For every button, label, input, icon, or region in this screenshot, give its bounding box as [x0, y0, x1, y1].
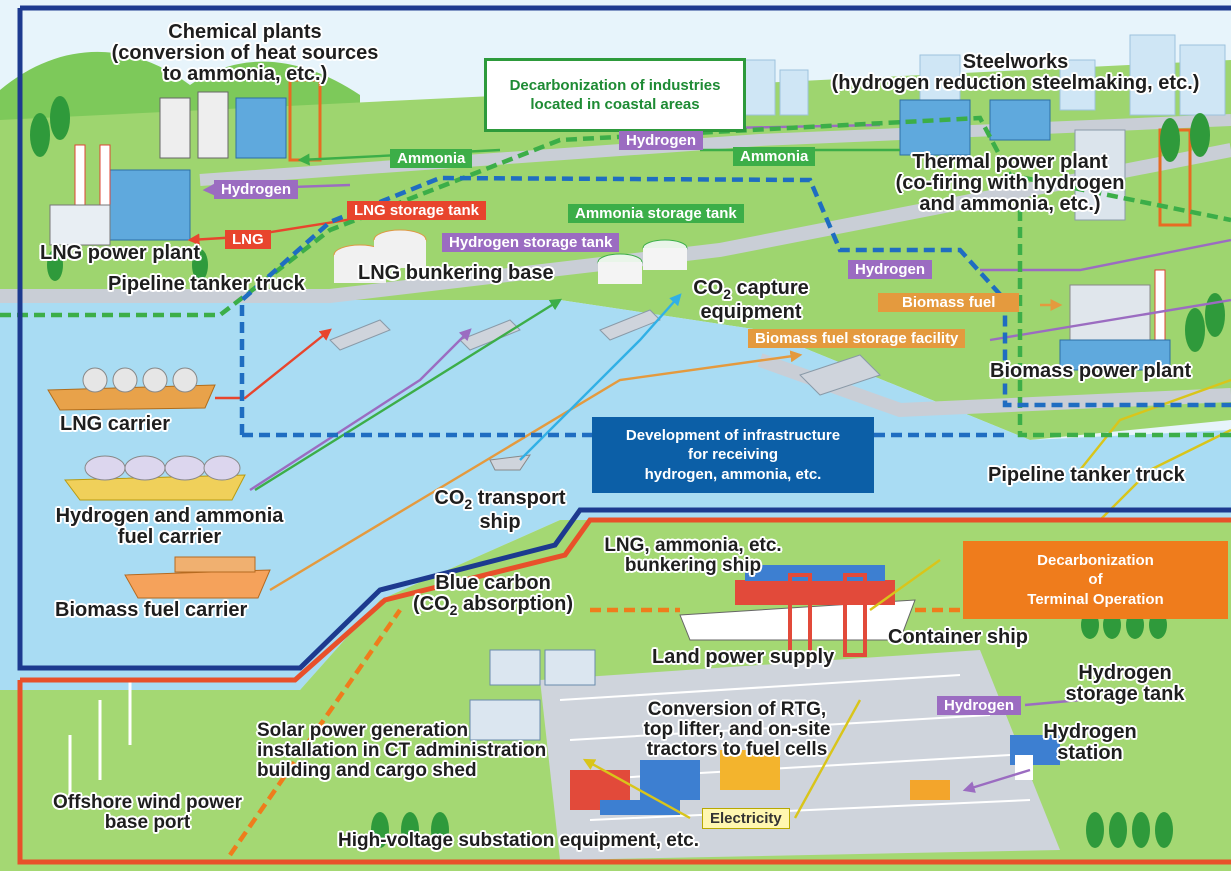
ammonia-storage-tank-icon — [597, 239, 688, 284]
lng-tag: LNG — [225, 230, 271, 249]
bunkering-ship-label: LNG, ammonia, etc.bunkering ship — [604, 535, 782, 577]
thermal-power-plant-label: Thermal power plant(co-firing with hydro… — [895, 151, 1125, 216]
lng-carrier-icon — [47, 367, 216, 411]
lng-bunkering-base-label: LNG bunkering base — [358, 262, 554, 284]
hydrogen-tag: Hydrogen — [619, 131, 704, 150]
ammonia-tag: Ammonia — [390, 149, 473, 168]
biomass-fuel-storage-tag: Biomass fuel storage facility — [748, 329, 966, 348]
pipeline-tanker-truck-right-label: Pipeline tanker truck — [988, 464, 1185, 486]
ammonia-tag: Ammonia — [733, 147, 816, 166]
hydrogen-tag: Hydrogen — [848, 260, 933, 279]
chemical-plants-label: Chemical plants(conversion of heat sourc… — [111, 21, 379, 86]
lng-power-plant-icon — [49, 144, 191, 246]
biomass-power-plant-icon — [1059, 269, 1171, 371]
ammonia-storage-tank-tag: Ammonia storage tank — [568, 204, 744, 223]
biomass-carrier-label: Biomass fuel carrier — [55, 599, 248, 621]
container-ship-icon — [679, 565, 916, 657]
biomass-power-plant-label: Biomass power plant — [990, 360, 1192, 382]
lng-power-plant-label: LNG power plant — [40, 242, 200, 264]
container-stacks — [570, 750, 780, 815]
steelworks-icon — [899, 99, 1051, 156]
lng-carrier-label: LNG carrier — [60, 413, 171, 435]
hydrogen-tag: Hydrogen — [214, 180, 299, 199]
biomass-carrier-icon — [124, 556, 271, 599]
chemical-plant-icon — [159, 78, 322, 162]
electricity-tag: Electricity — [702, 808, 790, 829]
steelworks-label: Steelworks(hydrogen reduction steelmakin… — [831, 51, 1200, 95]
container-ship-label: Container ship — [888, 626, 1029, 648]
rtg-conversion-label: Conversion of RTG,top lifter, and on-sit… — [643, 699, 831, 761]
hydrogen-tag: Hydrogen — [937, 696, 1022, 715]
land-power-supply-label: Land power supply — [652, 646, 835, 668]
blue-carbon-label: Blue carbon (CO2 absorption) — [412, 572, 573, 619]
hydrogen-station-icon — [1010, 735, 1060, 780]
substation-label: High-voltage substation equipment, etc. — [338, 830, 700, 851]
terminal-frame — [17, 517, 1231, 865]
sea — [0, 300, 1231, 690]
hydrogen-storage-tank-tag: Hydrogen storage tank — [442, 233, 620, 252]
biomass-fuel-tag: Biomass fuel — [878, 293, 1020, 312]
lng-storage-tank-tag: LNG storage tank — [347, 201, 487, 220]
co2-capture-label: CO2 capture equipment — [693, 277, 809, 323]
forklift-icon — [910, 780, 950, 800]
wind-turbine-icon — [68, 680, 132, 800]
solar-building-icon — [469, 649, 596, 741]
pipeline-tanker-truck-top-label: Pipeline tanker truck — [108, 273, 305, 295]
co2-transport-ship-label: CO2 transport ship — [434, 487, 566, 533]
lng-storage-tank-icon — [333, 229, 427, 283]
hydrogen-ammonia-carrier-icon — [64, 455, 246, 501]
coastal-frame — [17, 5, 1231, 671]
